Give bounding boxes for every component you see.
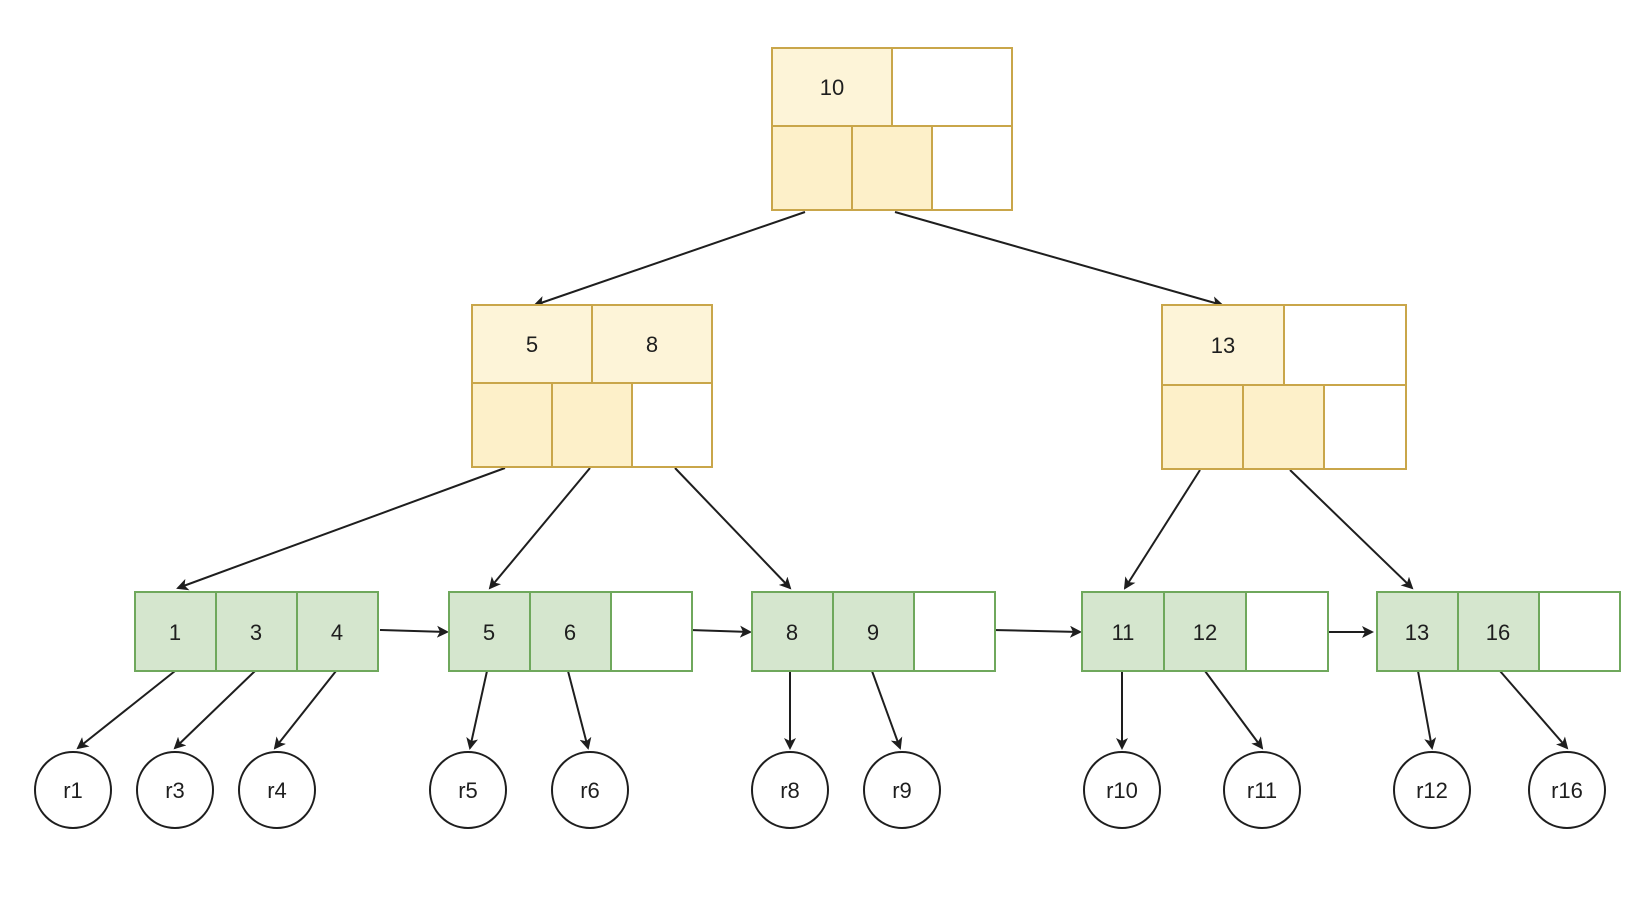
leaf-to-r5 — [466, 670, 488, 750]
left-key-2: 8 — [646, 332, 658, 357]
leaf5-cell-1 — [1376, 591, 1459, 672]
root-node: 10 — [771, 47, 1013, 211]
leaf3-cell-3 — [913, 591, 996, 672]
right-key-cell-1 — [1161, 304, 1285, 386]
record-circle-7 — [863, 751, 941, 829]
leaf5-key-2: 16 — [1486, 620, 1510, 645]
record-circle-2 — [136, 751, 214, 829]
root-key-cell-2 — [891, 47, 1013, 127]
right-pointer-cell-3 — [1323, 384, 1407, 470]
leaf-to-r6 — [567, 670, 592, 750]
leaf-node-1: 1 3 4 — [134, 591, 379, 672]
record-circle-8 — [1083, 751, 1161, 829]
leaf2-cell-1 — [448, 591, 531, 672]
leaf-to-r16 — [1499, 670, 1569, 750]
record-label-4: r5 — [458, 778, 478, 803]
edge-root-to-right — [894, 211, 1224, 309]
root-pointer-cell-2 — [851, 125, 933, 211]
leaf-node-2: 5 6 — [448, 591, 693, 672]
record-label-2: r3 — [165, 778, 185, 803]
record-label-9: r11 — [1247, 778, 1277, 803]
internal-node-right: 13 — [1161, 304, 1407, 470]
leaf-to-r3 — [173, 670, 256, 750]
edge-n58-to-leaf2 — [488, 467, 591, 590]
leaf5-cell-2 — [1457, 591, 1540, 672]
leaf4-key-1: 11 — [1112, 620, 1135, 645]
leaf2-key-2: 6 — [564, 620, 576, 645]
edge-n13-to-leaf5 — [1289, 469, 1414, 590]
record-circle-5 — [551, 751, 629, 829]
leaf2-key-1: 5 — [483, 620, 495, 645]
record-nodes: r1 r3 r4 r5 r6 r8 r9 r10 r11 r12 r16 — [34, 751, 1606, 829]
record-label-5: r6 — [580, 778, 600, 803]
leaf4-key-2: 12 — [1193, 620, 1217, 645]
record-label-7: r9 — [892, 778, 912, 803]
sibling-link-3 — [992, 625, 1082, 638]
leaf4-cell-3 — [1245, 591, 1329, 672]
right-key-cell-2 — [1283, 304, 1407, 386]
record-label-8: r10 — [1106, 778, 1138, 803]
right-pointer-cell-1 — [1161, 384, 1244, 470]
leaf1-key-1: 1 — [169, 620, 181, 645]
root-key-1: 10 — [820, 75, 844, 100]
left-pointer-cell-3 — [631, 382, 713, 468]
record-circle-6 — [751, 751, 829, 829]
leaf-node-5: 13 16 — [1376, 591, 1621, 672]
leaf5-cell-3 — [1538, 591, 1621, 672]
record-label-11: r16 — [1551, 778, 1583, 803]
leaf-to-r12 — [1417, 670, 1437, 750]
left-key-cell-2 — [591, 304, 713, 384]
sibling-link-2 — [689, 625, 752, 638]
record-label-3: r4 — [267, 778, 287, 803]
left-key-1: 5 — [526, 332, 538, 357]
record-label-6: r8 — [780, 778, 800, 803]
edge-n58-to-leaf1 — [176, 467, 506, 591]
root-pointer-cell-3 — [931, 125, 1013, 211]
left-pointer-cell-2 — [551, 382, 633, 468]
root-pointer-cell-1 — [771, 125, 853, 211]
record-label-10: r12 — [1416, 778, 1448, 803]
record-circle-4 — [429, 751, 507, 829]
edge-n58-to-leaf3 — [674, 467, 792, 590]
sibling-link-1 — [379, 625, 449, 638]
right-key-1: 13 — [1211, 333, 1235, 358]
leaf2-cell-3 — [610, 591, 693, 672]
leaf-node-4: 11 12 — [1081, 591, 1329, 672]
edge-root-to-left — [533, 211, 806, 308]
leaf5-key-1: 13 — [1405, 620, 1429, 645]
leaf4-cell-1 — [1081, 591, 1165, 672]
leaf1-key-3: 4 — [331, 620, 343, 645]
leaf-to-r11 — [1204, 670, 1264, 750]
leaf1-cell-1 — [134, 591, 217, 672]
record-circle-9 — [1223, 751, 1301, 829]
leaf-to-r9 — [871, 670, 903, 750]
leaf3-key-2: 9 — [867, 620, 879, 645]
record-circle-11 — [1528, 751, 1606, 829]
edge-n13-to-leaf4 — [1123, 469, 1201, 590]
leaf1-cell-2 — [215, 591, 298, 672]
left-pointer-cell-1 — [471, 382, 553, 468]
record-circle-10 — [1393, 751, 1471, 829]
leaf-to-r4 — [273, 670, 337, 750]
internal-node-left: 5 8 — [471, 304, 713, 468]
tree-edges — [76, 211, 1569, 750]
record-label-1: r1 — [63, 778, 83, 803]
leaf-to-r1 — [76, 670, 176, 750]
leaf4-cell-2 — [1163, 591, 1247, 672]
leaf1-key-2: 3 — [250, 620, 262, 645]
leaf3-key-1: 8 — [786, 620, 798, 645]
leaf-node-3: 8 9 — [751, 591, 996, 672]
leaf3-cell-1 — [751, 591, 834, 672]
record-circle-3 — [238, 751, 316, 829]
leaf1-cell-3 — [296, 591, 379, 672]
right-pointer-cell-2 — [1242, 384, 1325, 470]
record-circle-1 — [34, 751, 112, 829]
